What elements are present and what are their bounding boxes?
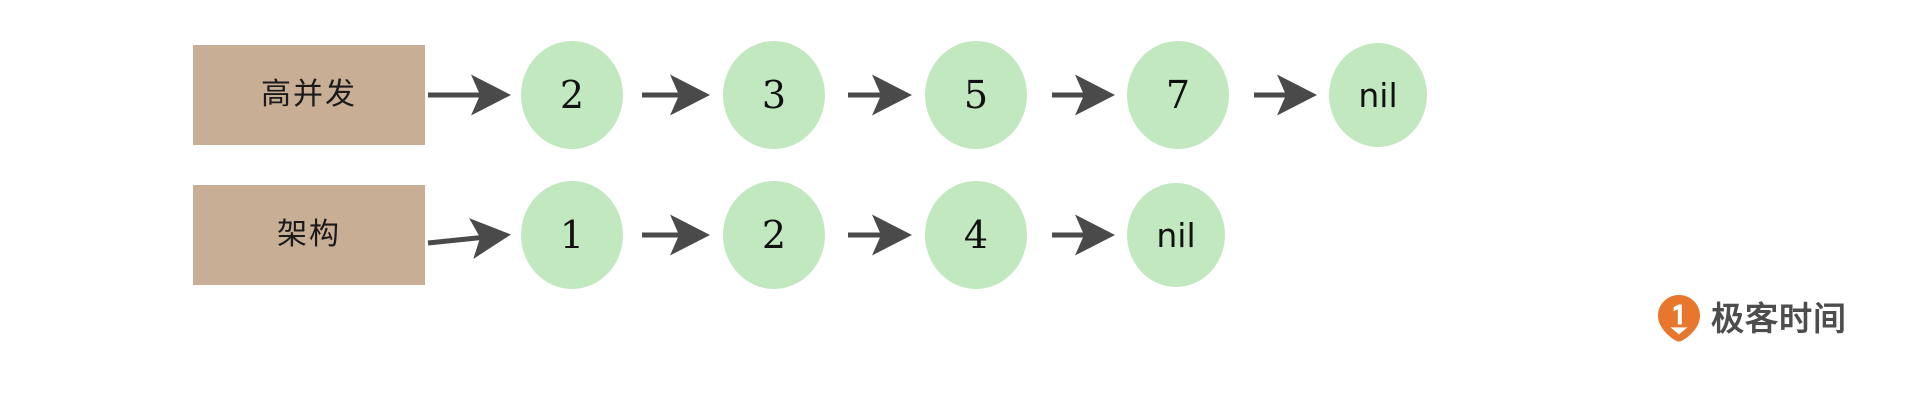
- list-node: 4: [925, 181, 1027, 289]
- list-node: 5: [925, 41, 1027, 149]
- chain-label-box: 架构: [193, 185, 425, 285]
- list-node-value: 2: [761, 213, 787, 257]
- list-node: 2: [521, 41, 623, 149]
- list-node-value: 3: [761, 73, 787, 117]
- list-node: 3: [723, 41, 825, 149]
- list-node-value: 7: [1165, 73, 1191, 117]
- watermark-logo: 极客时间: [1657, 294, 1847, 342]
- list-node-value: 1: [559, 213, 585, 257]
- list-node-value: nil: [1156, 215, 1196, 255]
- list-node-terminator: nil: [1127, 183, 1225, 287]
- list-node-value: 4: [963, 213, 989, 257]
- list-node: 7: [1127, 41, 1229, 149]
- chain-label-text: 高并发: [261, 77, 357, 112]
- chain-label-text: 架构: [277, 217, 341, 252]
- chain-row-architecture: 架构 1 2 4 nil: [0, 157, 1920, 317]
- watermark-text: 极客时间: [1711, 298, 1847, 338]
- geektime-pin-icon: [1658, 295, 1700, 342]
- chain-label-box: 高并发: [193, 45, 425, 145]
- list-node: 1: [521, 181, 623, 289]
- list-node: 2: [723, 181, 825, 289]
- list-node-terminator: nil: [1329, 43, 1427, 147]
- list-node-value: 5: [963, 73, 989, 117]
- list-node-value: nil: [1358, 75, 1398, 115]
- list-node-value: 2: [559, 73, 585, 117]
- chain-row-high-concurrency: 高并发 2 3 5 7 nil: [0, 15, 1920, 175]
